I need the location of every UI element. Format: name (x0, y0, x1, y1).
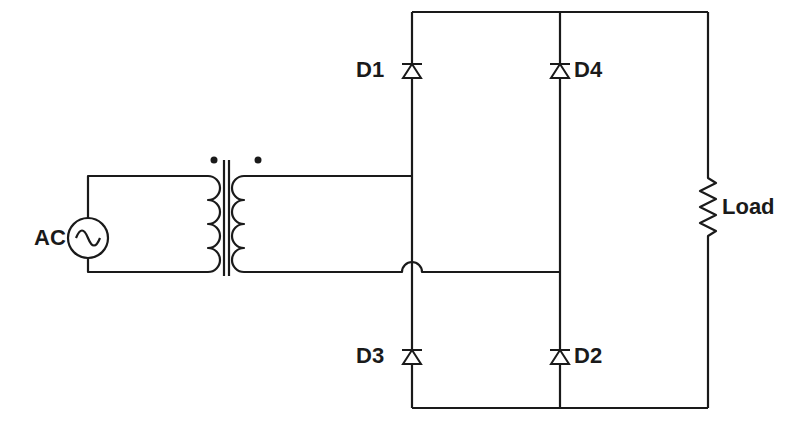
primary-coil (208, 176, 220, 272)
resistor-symbol (700, 12, 716, 408)
secondary-coil (232, 176, 244, 272)
polarity-dot (211, 157, 218, 164)
diode-symbol (550, 350, 570, 364)
diodes (402, 64, 570, 364)
polarity-dot (255, 157, 262, 164)
diode-label: D3 (356, 345, 384, 367)
diode-label: D4 (574, 59, 602, 81)
polarity-dots (211, 157, 262, 164)
source-label: AC (34, 227, 66, 249)
diode-label: D1 (356, 59, 384, 81)
diode-symbol (402, 350, 422, 364)
core (223, 160, 225, 276)
load-label: Load (722, 196, 775, 218)
diode-symbol (550, 64, 570, 78)
bridge-wire (412, 12, 708, 408)
ac-source (68, 218, 108, 258)
ac-wave (76, 231, 100, 246)
core (228, 160, 230, 276)
primary-wire (88, 176, 208, 272)
diode-label: D2 (574, 345, 602, 367)
secondary-wire (244, 175, 412, 177)
diode-symbol (402, 64, 422, 78)
secondary-wire (244, 262, 560, 272)
